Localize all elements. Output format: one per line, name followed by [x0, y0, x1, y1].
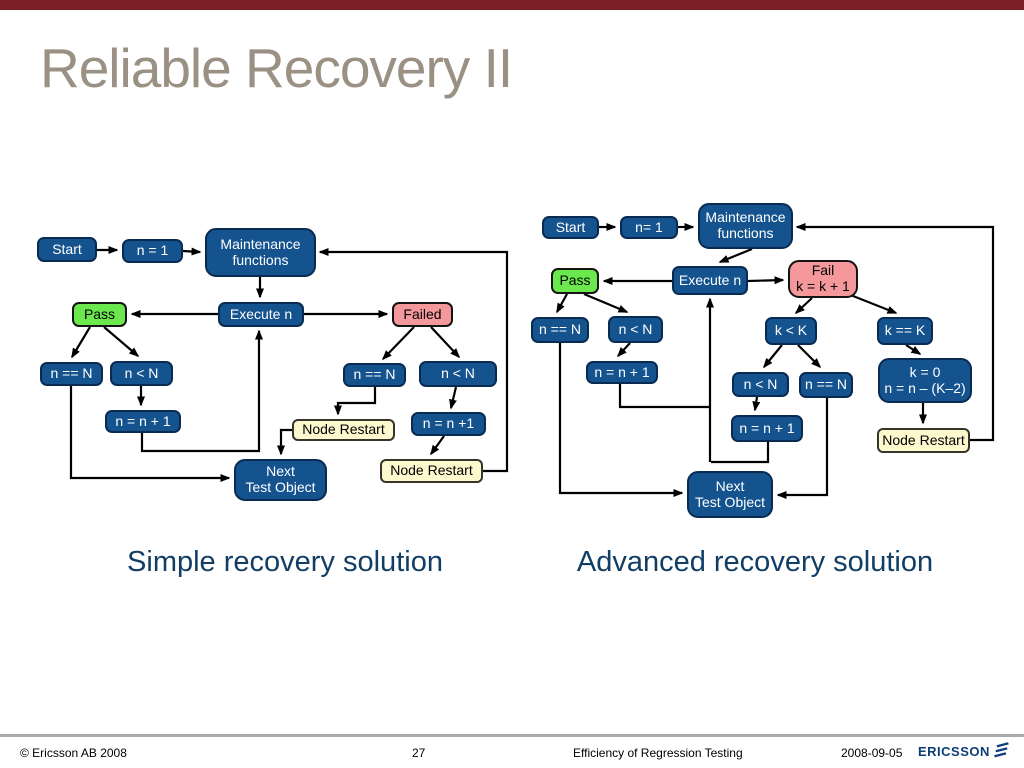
node-next-test-right: Next Test Object	[687, 471, 773, 518]
footer-divider	[0, 734, 1024, 737]
top-accent-bar	[0, 0, 1024, 10]
right-diagram-edges	[556, 223, 995, 499]
node-start-left: Start	[37, 237, 97, 262]
footer-subject: Efficiency of Regression Testing	[573, 746, 743, 760]
footer-page-number: 27	[412, 746, 426, 760]
footer-date: 2008-09-05	[841, 746, 903, 760]
node-n-eq-fail-left: n == N	[343, 363, 406, 387]
node-maintenance-right: Maintenance functions	[698, 203, 793, 249]
left-diagram-edges	[69, 246, 509, 482]
node-pass-right: Pass	[551, 268, 599, 294]
node-n-inc-right: n = n + 1	[586, 361, 658, 384]
slide-title: Reliable Recovery II	[40, 37, 513, 99]
node-n-eq-pass-left: n == N	[40, 362, 103, 386]
node-next-test-left: Next Test Object	[234, 459, 327, 501]
node-k-eq-right: k == K	[877, 317, 933, 345]
node-k-n-lt-right: n < N	[732, 372, 789, 397]
footer-copyright: © Ericsson AB 2008	[20, 746, 127, 760]
node-restart-right: Node Restart	[877, 428, 970, 453]
node-n-lt-pass-left: n < N	[110, 361, 173, 386]
node-maintenance-left: Maintenance functions	[205, 228, 316, 277]
caption-advanced: Advanced recovery solution	[576, 546, 934, 578]
node-restart2-left: Node Restart	[380, 459, 483, 483]
node-k-n-inc-right: n = n + 1	[731, 415, 803, 442]
node-execute-right: Execute n	[672, 266, 748, 295]
node-start-right: Start	[542, 216, 599, 239]
node-n-lt-right: n < N	[608, 316, 663, 343]
node-n-inc-fail-left: n = n +1	[411, 412, 486, 436]
node-n1-right: n= 1	[620, 216, 678, 239]
node-failed-left: Failed	[392, 302, 453, 327]
node-pass-left: Pass	[72, 302, 127, 327]
caption-simple: Simple recovery solution	[127, 546, 443, 578]
node-n-eq-right: n == N	[531, 317, 589, 343]
node-fail-right: Fail k = k + 1	[788, 260, 858, 298]
node-k-lt-right: k < K	[765, 317, 817, 345]
ericsson-logo-icon	[994, 742, 1009, 758]
node-restart1-left: Node Restart	[292, 419, 395, 441]
node-k-n-eq-right: n == N	[799, 372, 853, 398]
node-n-inc-pass-left: n = n + 1	[105, 410, 181, 433]
ericsson-wordmark: ERICSSON	[918, 744, 990, 759]
node-n-lt-fail-left: n < N	[419, 361, 497, 387]
node-n1-left: n = 1	[122, 239, 183, 263]
node-execute-left: Execute n	[218, 302, 304, 327]
node-k-reset-right: k = 0 n = n – (K–2)	[878, 358, 972, 403]
